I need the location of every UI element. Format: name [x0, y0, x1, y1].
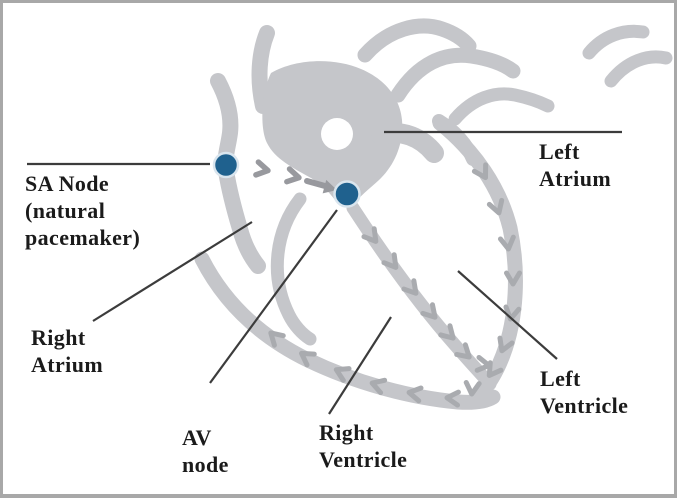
- right-ventricle-leader-line: [328, 316, 392, 415]
- pulmonary-arch-2: [390, 47, 521, 103]
- inner-right-ventricle-wall: [270, 192, 317, 346]
- left-ventricle-label: Left Ventricle: [540, 365, 628, 419]
- left-heart-border: [432, 115, 523, 401]
- right-ventricle-label-line1: Right: [319, 420, 374, 445]
- sa-node-label-line3: pacemaker): [25, 225, 141, 250]
- vessel-flick-2: [604, 50, 673, 88]
- heart-outline: [194, 18, 673, 410]
- pulmonary-arch-1: [357, 18, 477, 63]
- left-atrium-mass: [371, 123, 444, 163]
- sa-to-av-signal-arrows: [256, 162, 337, 194]
- sa-node-dot: [212, 151, 240, 179]
- right-atrium-label-line2: Atrium: [31, 352, 104, 377]
- left-atrium-label-line1: Left: [539, 139, 580, 164]
- leader-lines: [27, 130, 622, 415]
- av-node-dot: [333, 180, 361, 208]
- right-atrium-label-line1: Right: [31, 325, 86, 350]
- av-node-leader-line: [209, 209, 338, 384]
- sa-node-label: SA Node (natural pacemaker): [25, 170, 140, 251]
- right-ventricle-label-line2: Ventricle: [319, 447, 408, 472]
- right-ventricle-label: Right Ventricle: [319, 419, 407, 473]
- right-atrium-leader-line: [92, 221, 253, 322]
- av-node-label-line2: node: [182, 452, 229, 477]
- left-ventricle-label-line1: Left: [540, 366, 581, 391]
- left-ventricle-leader-line: [457, 270, 558, 360]
- left-atrium-label-line2: Atrium: [539, 166, 612, 191]
- right-atrium-label: Right Atrium: [31, 324, 103, 378]
- sa-node-label-line2: (natural: [25, 198, 106, 223]
- left-ventricle-label-line2: Ventricle: [540, 393, 629, 418]
- vessel-flick-1: [582, 24, 650, 60]
- sa-node-label-line1: SA Node: [25, 171, 110, 196]
- av-node-label: AV node: [182, 424, 229, 478]
- aorta-vessel: [251, 25, 275, 114]
- av-node-label-line1: AV: [182, 425, 212, 450]
- heart-conduction-diagram: [27, 18, 673, 415]
- pulmonary-arch-3: [448, 87, 555, 126]
- bottom-heart-wall: [194, 251, 501, 410]
- atria-cutout: [321, 118, 353, 150]
- left-atrium-label: Left Atrium: [539, 138, 611, 192]
